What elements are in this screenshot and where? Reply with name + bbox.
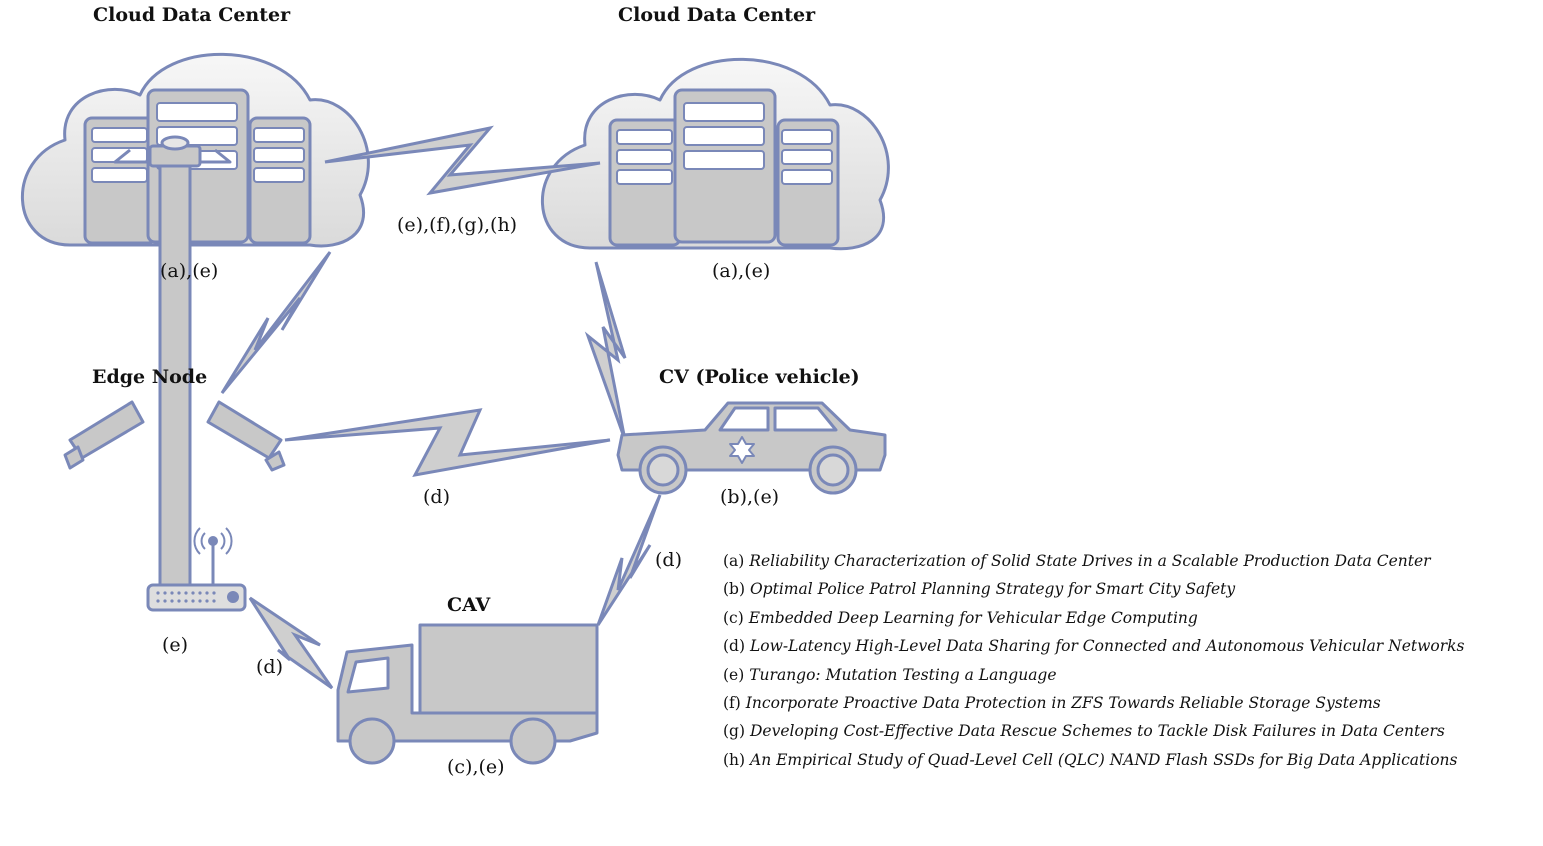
reference-item: (a) Reliability Characterization of Soli… bbox=[723, 553, 1464, 581]
link-edge-to-cav bbox=[248, 596, 334, 690]
link-cv-to-cav bbox=[596, 494, 662, 626]
reference-title: Optimal Police Patrol Planning Strategy … bbox=[749, 580, 1236, 599]
cloud-link-label: (e),(f),(g),(h) bbox=[397, 214, 518, 236]
police-vehicle-icon bbox=[616, 401, 887, 495]
cav-truck-icon bbox=[336, 623, 599, 765]
reference-key: (d) bbox=[723, 637, 746, 656]
reference-title: Low-Latency High-Level Data Sharing for … bbox=[749, 637, 1465, 656]
link-edge-to-cv bbox=[284, 408, 611, 478]
edge-cv-link-label: (d) bbox=[423, 486, 450, 508]
reference-item: (f) Incorporate Proactive Data Protectio… bbox=[723, 695, 1464, 723]
cv-cav-link-label: (d) bbox=[655, 549, 682, 571]
reference-item: (h) An Empirical Study of Quad-Level Cel… bbox=[723, 752, 1464, 780]
reference-key: (f) bbox=[723, 693, 741, 712]
cav-title: CAV bbox=[447, 594, 491, 616]
reference-key: (b) bbox=[723, 580, 746, 599]
reference-item: (e) Turango: Mutation Testing a Language bbox=[723, 667, 1464, 695]
cloud-data-center-right-icon bbox=[540, 57, 890, 251]
reference-item: (c) Embedded Deep Learning for Vehicular… bbox=[723, 610, 1464, 638]
cv-title: CV (Police vehicle) bbox=[659, 366, 860, 388]
cv-refs: (b),(e) bbox=[720, 486, 780, 508]
cloud-right-refs: (a),(e) bbox=[712, 260, 771, 282]
reference-list: (a) Reliability Characterization of Soli… bbox=[723, 553, 1464, 780]
reference-title: Developing Cost-Effective Data Rescue Sc… bbox=[749, 722, 1445, 741]
reference-key: (e) bbox=[723, 665, 745, 684]
reference-item: (g) Developing Cost-Effective Data Rescu… bbox=[723, 723, 1464, 751]
reference-title: An Empirical Study of Quad-Level Cell (Q… bbox=[750, 750, 1458, 769]
cloud-right-title: Cloud Data Center bbox=[618, 4, 816, 26]
reference-title: Incorporate Proactive Data Protection in… bbox=[745, 693, 1381, 712]
reference-key: (a) bbox=[723, 552, 745, 570]
cloud-left-title: Cloud Data Center bbox=[93, 4, 291, 26]
reference-key: (c) bbox=[723, 608, 744, 627]
reference-key: (g) bbox=[723, 722, 746, 741]
reference-item: (b) Optimal Police Patrol Planning Strat… bbox=[723, 581, 1464, 609]
link-cloud-to-cv bbox=[584, 261, 627, 441]
link-cloud-to-cloud bbox=[324, 125, 601, 196]
reference-title: Reliability Characterization of Solid St… bbox=[749, 552, 1431, 570]
edge-node-icon bbox=[63, 135, 286, 612]
reference-item: (d) Low-Latency High-Level Data Sharing … bbox=[723, 638, 1464, 666]
reference-title: Embedded Deep Learning for Vehicular Edg… bbox=[748, 608, 1198, 627]
edge-node-refs: (e) bbox=[162, 634, 189, 656]
cav-refs: (c),(e) bbox=[447, 756, 505, 778]
cloud-left-refs: (a),(e) bbox=[160, 260, 219, 282]
link-cloud-to-edge bbox=[220, 251, 332, 394]
edge-node-title: Edge Node bbox=[92, 366, 208, 388]
edge-cav-link-label: (d) bbox=[256, 656, 283, 678]
reference-title: Turango: Mutation Testing a Language bbox=[749, 665, 1057, 684]
reference-key: (h) bbox=[723, 750, 746, 769]
